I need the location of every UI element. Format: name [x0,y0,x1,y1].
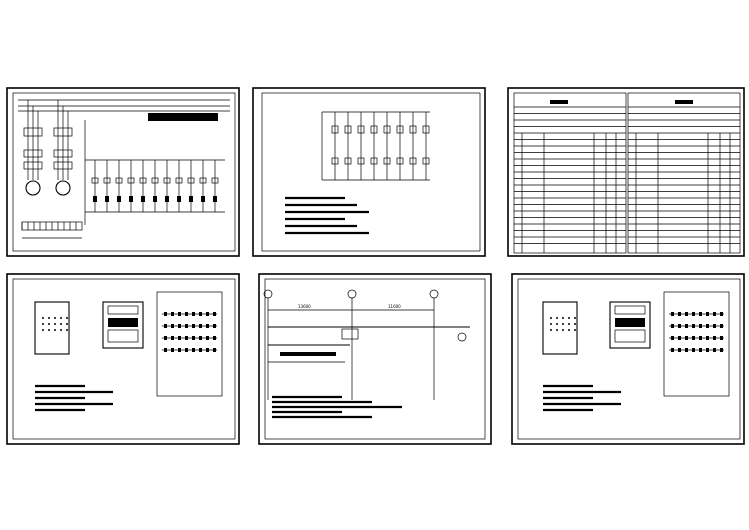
dimension-left: 13600 [298,304,311,309]
panel-view-2 [609,301,651,349]
dimension-right: 11600 [388,304,401,309]
cabinet-front-view-2 [542,301,578,355]
cabinet-front-view [34,301,70,355]
motor-m2 [55,180,71,196]
sheet-4-cabinet-layout[interactable] [6,273,240,445]
sheet-6-cabinet-layout[interactable] [511,273,745,445]
sheet-3-equipment-tables[interactable] [507,87,745,257]
motor-m1 [25,180,41,196]
sheet-5-installation-plan[interactable]: 13600 11600 [258,273,492,445]
sheet-2-distribution-schematic[interactable] [252,87,486,257]
sheet-1-motor-circuit[interactable] [6,87,240,257]
panel-view [102,301,144,349]
